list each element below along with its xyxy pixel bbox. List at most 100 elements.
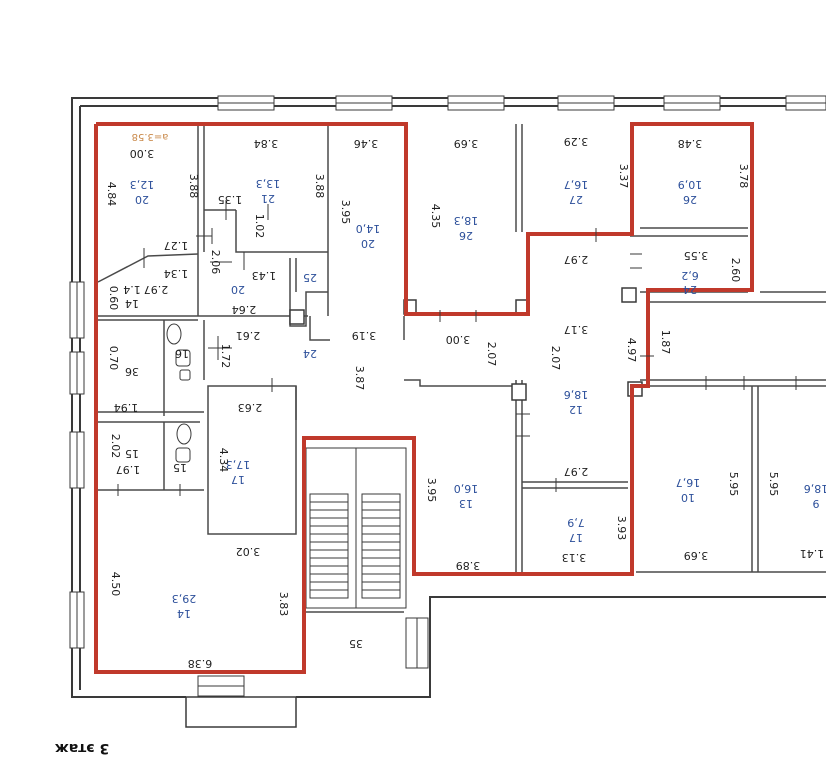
room-number: 24 [683,283,697,296]
highlighted-boundary [94,122,754,674]
dimension-label: 3.13 [562,551,587,564]
room-area: 29,3 [172,592,197,605]
room-number: 15 [173,461,187,474]
room-number: 21 [261,192,275,205]
dimension-label: 3.19 [352,329,377,342]
room-area: 13,3 [256,177,281,190]
room-area: 10,9 [678,178,703,191]
dimension-label: 1.4 [123,283,141,296]
dimension-label: 1.02 [253,214,266,239]
dimension-label: 6.38 [188,657,213,670]
room-number: 26 [683,193,697,206]
dimension-label: 3.93 [615,516,628,541]
dimension-label: 3.48 [678,137,703,150]
dimension-label: 3.87 [353,366,366,391]
dimension-label: 1.87 [659,330,672,355]
room-number: 9 [813,497,820,510]
room-number: 25 [303,271,317,284]
ceiling-height-label: a=3.58 [132,131,169,142]
room-area: 16,7 [676,476,701,489]
dimension-label: 0.60 [107,286,120,311]
dimension-label: 1.97 [116,463,141,476]
room-number: 36 [125,365,139,378]
dimension-label: 4.35 [429,204,442,229]
dimension-label: 2.60 [729,258,742,283]
dimension-label: 2.97 [564,465,589,478]
dimension-label: 2.07 [549,346,562,371]
room-area: 18,6 [564,388,589,401]
dimension-label: 3.88 [313,174,326,199]
sanitary-fixtures [166,323,192,463]
dimension-label: 3.37 [617,164,630,189]
room-number: 15 [125,447,139,460]
room-area: 6,2 [681,269,699,282]
room-number: 35 [349,637,363,650]
staircase [305,447,407,609]
dimension-label: 3.83 [277,592,290,617]
dimension-label: 1.27 [164,239,189,252]
room-number: 27 [569,193,583,206]
dimension-label: 3.46 [354,137,379,150]
floor-label: 3 этаж [55,740,109,756]
dimension-label: 3.55 [684,249,709,262]
room-number: 20 [231,283,245,296]
room-area: 18,6 [804,482,826,495]
dimension-label: 1.35 [218,193,243,206]
room-area: 7,9 [567,516,585,529]
dimension-label: 4.34 [217,448,230,473]
plan-labels: a=3.58 20 12,3 21 13,3 20 14,0 26 18,3 2… [55,131,826,756]
dimension-label: 3.29 [564,135,589,148]
dimension-label: 4.84 [105,182,118,207]
room-area: 16,7 [564,178,589,191]
dimension-label: 3.00 [446,333,471,346]
room-area: 14,0 [356,222,381,235]
dimension-ticks [117,200,797,496]
dimension-label: 2.07 [485,342,498,367]
room-number: 12 [569,403,583,416]
room-number: 20 [361,237,375,250]
interior-walls [97,124,826,672]
room-number: 17 [569,531,583,544]
dimension-label: 5.95 [767,472,780,497]
room-number: 26 [459,229,473,242]
dimension-label: 1.43 [252,269,277,282]
dimension-label: 3.84 [254,137,279,150]
room-area: 18,3 [454,214,479,227]
room-number: 10 [681,491,695,504]
dimension-label: 2.61 [236,329,261,342]
dimension-label: 2.63 [238,401,263,414]
dimension-label: 1.41 [800,547,825,560]
room-number: 20 [135,193,149,206]
room-area: 12,3 [130,178,155,191]
dimension-label: 3.89 [456,559,481,572]
dimension-label: 2.06 [209,250,222,275]
dimension-label: 3.95 [339,200,352,225]
dimension-label: 3.02 [236,545,261,558]
dimension-label: 3.78 [737,164,750,189]
room-number: 14 [177,607,191,620]
dimension-label: 2.02 [109,434,122,459]
dimension-label: 1.94 [114,401,139,414]
room-area: 16,0 [454,482,479,495]
room-number: 16 [175,347,189,360]
entrance-porch [185,696,297,728]
dimension-label: 3.88 [187,174,200,199]
room-area: 17,3 [226,458,251,471]
dimension-label: 3.69 [454,137,479,150]
room-number: 14 [125,297,139,310]
room-number: 17 [231,473,245,486]
dimension-label: 3.00 [130,147,155,160]
dimension-label: 0.70 [107,346,120,371]
dimension-label: 2.64 [232,303,257,316]
dimension-label: 2.97 [564,253,589,266]
dimension-label: 3.17 [564,323,589,336]
dimension-label: 1.34 [164,267,189,280]
room-number: 13 [459,497,473,510]
room-number: 24 [303,347,317,360]
dimension-label: 4.50 [109,572,122,597]
dimension-label: 5.95 [727,472,740,497]
dimension-label: 2.97 [144,283,169,296]
dimension-label: 3.95 [425,478,438,503]
windows [69,95,826,697]
